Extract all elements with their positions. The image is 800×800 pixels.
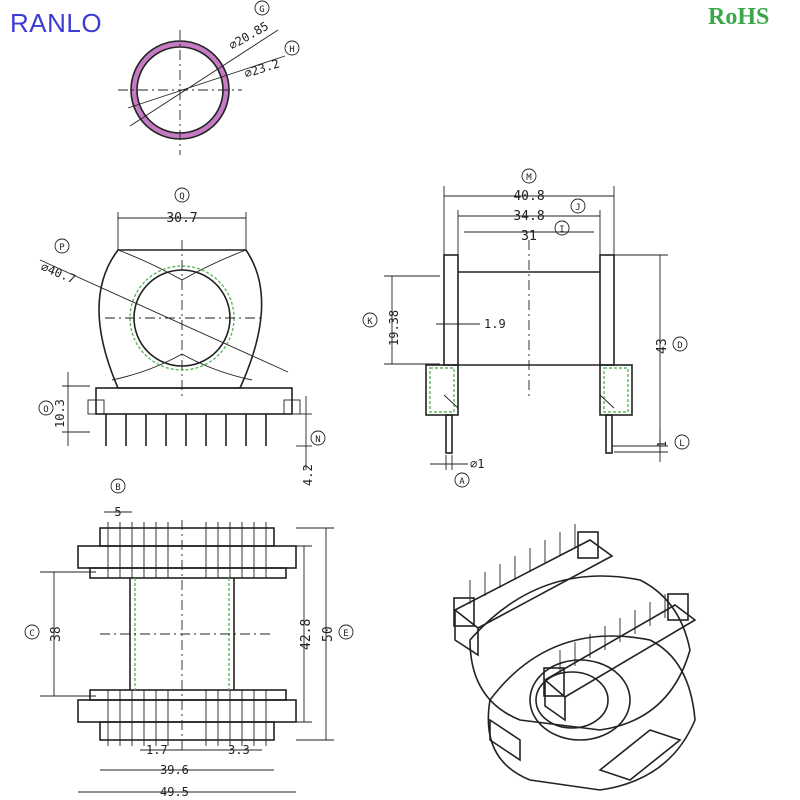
marker-a: A — [459, 477, 465, 487]
dim-bottom-total: 49.5 — [160, 785, 189, 799]
front-view: 30.7 Q P ⌀40.7 — [38, 187, 326, 486]
marker-o: O — [43, 405, 48, 415]
dim-ring-outer: ⌀23.2 — [243, 56, 282, 80]
dim-side-total-height: 43 — [655, 338, 670, 354]
dim-bottom-pad: 3.3 — [228, 743, 250, 757]
dim-bottom-pitch: 5 — [114, 505, 121, 519]
marker-h: H — [289, 45, 294, 55]
marker-g: G — [259, 5, 264, 15]
marker-b: B — [115, 483, 120, 493]
marker-q: Q — [179, 192, 184, 202]
marker-k: K — [367, 317, 373, 327]
top-ring-view: G H ⌀20.85 ⌀23.2 — [118, 0, 300, 155]
dim-side-pin-len: 1 — [655, 441, 669, 448]
marker-p: P — [59, 243, 65, 253]
marker-m: M — [526, 173, 532, 183]
marker-i: I — [559, 225, 564, 235]
dim-front-diameter: ⌀40.7 — [39, 260, 78, 287]
dim-front-base: 10.3 — [53, 399, 67, 428]
dim-ring-inner: ⌀20.85 — [227, 19, 272, 53]
marker-l: L — [679, 439, 684, 449]
brand-logo: RANLO — [10, 8, 103, 38]
dim-front-width: 30.7 — [166, 211, 197, 226]
marker-e: E — [343, 629, 348, 639]
dim-side-wall: 1.9 — [484, 317, 506, 331]
marker-d: D — [677, 341, 682, 351]
dim-bottom-mid-span: 42.8 — [299, 619, 314, 650]
dim-side-height: 19.38 — [387, 310, 401, 346]
dim-side-inner: 31 — [521, 229, 537, 244]
dim-side-mid: 34.8 — [513, 209, 544, 224]
marker-c: C — [29, 629, 34, 639]
side-view: 40.8 M 34.8 J 31 I — [362, 168, 690, 488]
dim-bottom-slot: 1.7 — [146, 743, 168, 757]
bottom-view: B 5 — [24, 478, 354, 799]
marker-n: N — [315, 435, 320, 445]
dim-side-pin-dia: ⌀1 — [470, 457, 484, 471]
rohs-label: RoHS — [708, 4, 770, 30]
marker-j: J — [575, 203, 580, 213]
isometric-view — [453, 524, 697, 791]
dim-front-pin: 4.2 — [301, 464, 315, 486]
dim-bottom-row: 39.6 — [160, 763, 189, 777]
dim-bottom-outer-span: 50 — [321, 626, 336, 642]
dim-bottom-inner-span: 38 — [49, 626, 64, 642]
dim-side-total: 40.8 — [513, 189, 544, 204]
